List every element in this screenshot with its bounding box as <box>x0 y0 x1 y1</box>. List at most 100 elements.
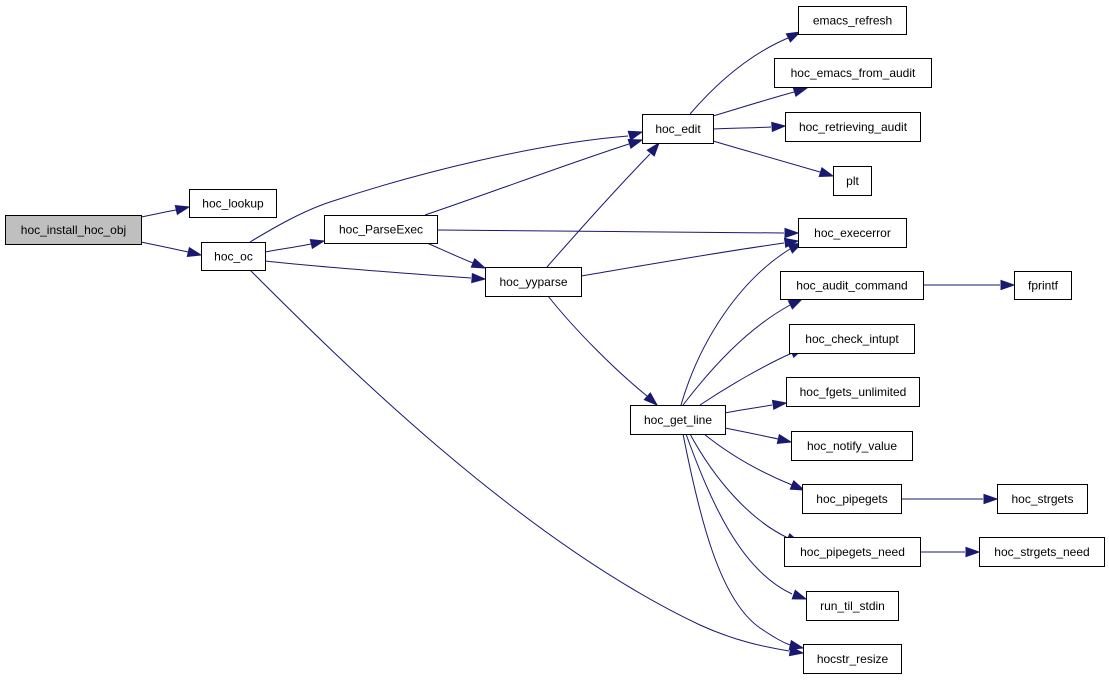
node-hoc-fgets-unlimited[interactable]: hoc_fgets_unlimited <box>786 377 920 407</box>
edge-line <box>680 248 791 406</box>
node-hoc-audit-command[interactable]: hoc_audit_command <box>780 271 924 300</box>
node-box[interactable] <box>789 324 915 354</box>
edge-hoc_pipegets-to-hoc_strgets <box>901 493 999 505</box>
node-hoc-get-line[interactable]: hoc_get_line <box>630 405 726 435</box>
edge-line <box>547 295 648 397</box>
node-hoc-check-intupt[interactable]: hoc_check_intupt <box>789 324 915 354</box>
node-hoc-install-hoc-obj[interactable]: hoc_install_hoc_obj <box>5 215 142 245</box>
node-hoc-pipegets-need[interactable]: hoc_pipegets_need <box>784 537 921 567</box>
edge-hoc_edit-to-plt <box>712 140 835 178</box>
edge-line <box>424 143 630 216</box>
node-label: run_til_stdin <box>820 599 885 613</box>
node-hocstr-resize[interactable]: hocstr_resize <box>803 644 902 674</box>
node-box[interactable] <box>1014 271 1072 300</box>
node-hoc-lookup[interactable]: hoc_lookup <box>189 189 277 218</box>
node-hoc-strgets-need[interactable]: hoc_strgets_need <box>979 537 1105 567</box>
node-box[interactable] <box>786 377 920 407</box>
edge-hoc_get_line-to-run_til_stdin <box>685 433 808 600</box>
node-emacs-refresh[interactable]: emacs_refresh <box>798 6 907 35</box>
node-hoc-yyparse[interactable]: hoc_yyparse <box>485 267 582 297</box>
arrowhead-icon <box>983 493 999 505</box>
node-box[interactable] <box>774 58 932 88</box>
node-box[interactable] <box>324 215 438 244</box>
node-label: hoc_pipegets <box>816 492 887 506</box>
arrowhead-icon <box>627 138 644 149</box>
edge-line <box>712 91 795 117</box>
node-box[interactable] <box>979 537 1105 567</box>
node-box[interactable] <box>485 267 582 297</box>
edge-line <box>682 304 791 406</box>
arrowhead-icon <box>309 238 326 250</box>
arrowhead-icon <box>1000 279 1016 291</box>
node-box[interactable] <box>798 6 907 35</box>
node-label: hoc_install_hoc_obj <box>21 223 126 237</box>
edge-hoc_oc-to-hocstr_resize <box>249 269 805 657</box>
node-label: hoc_retrieving_audit <box>799 120 908 134</box>
node-plt[interactable]: plt <box>833 166 872 196</box>
node-label: hoc_fgets_unlimited <box>800 385 907 399</box>
node-label: hocstr_resize <box>817 652 889 666</box>
node-label: hoc_notify_value <box>807 439 897 453</box>
node-hoc-ParseExec[interactable]: hoc_ParseExec <box>324 215 438 244</box>
edge-hoc_ParseExec-to-hoc_edit <box>424 138 644 216</box>
edge-hoc_edit-to-emacs_refresh <box>689 31 802 115</box>
node-box[interactable] <box>803 644 902 674</box>
node-box[interactable] <box>785 112 921 142</box>
arrowhead-icon <box>174 204 191 216</box>
arrowhead-icon <box>627 130 644 141</box>
edge-line <box>249 269 790 652</box>
arrowhead-icon <box>643 392 659 407</box>
arrowhead-icon <box>789 480 806 491</box>
node-box[interactable] <box>642 114 714 144</box>
node-hoc-oc[interactable]: hoc_oc <box>201 242 266 271</box>
node-box[interactable] <box>802 484 902 514</box>
node-label: plt <box>846 174 859 188</box>
arrowhead-icon <box>784 227 800 239</box>
node-box[interactable] <box>798 218 907 248</box>
arrowhead-icon <box>792 86 809 97</box>
node-box[interactable] <box>780 271 924 300</box>
node-label: hoc_emacs_from_audit <box>791 66 916 80</box>
arrowhead-icon <box>771 399 788 411</box>
node-hoc-emacs-from-audit[interactable]: hoc_emacs_from_audit <box>774 58 932 88</box>
node-fprintf[interactable]: fprintf <box>1014 271 1072 300</box>
edge-line <box>682 433 791 646</box>
node-hoc-pipegets[interactable]: hoc_pipegets <box>802 484 902 514</box>
node-hoc-notify-value[interactable]: hoc_notify_value <box>791 431 913 461</box>
node-box[interactable] <box>791 431 913 461</box>
edge-hoc_get_line-to-hoc_execerror <box>680 242 804 406</box>
node-box[interactable] <box>997 484 1088 514</box>
node-box[interactable] <box>5 215 142 245</box>
node-box[interactable] <box>806 591 899 621</box>
node-hoc-edit[interactable]: hoc_edit <box>642 114 714 144</box>
edge-line <box>140 209 177 218</box>
node-label: hoc_lookup <box>202 197 264 211</box>
arrowhead-icon <box>186 246 203 258</box>
node-label: hoc_edit <box>655 122 701 136</box>
edge-hoc_oc-to-hoc_yyparse <box>264 260 487 284</box>
node-box[interactable] <box>189 189 277 218</box>
node-label: fprintf <box>1028 279 1059 293</box>
edge-line <box>689 433 789 539</box>
node-box[interactable] <box>201 242 266 271</box>
node-run-til-stdin[interactable]: run_til_stdin <box>806 591 899 621</box>
arrowhead-icon <box>471 272 487 284</box>
edge-hoc_install_hoc_obj-to-hoc_oc <box>140 241 203 258</box>
node-box[interactable] <box>833 166 872 196</box>
node-hoc-execerror[interactable]: hoc_execerror <box>798 218 907 248</box>
node-label: hoc_strgets_need <box>994 545 1089 559</box>
node-hoc-strgets[interactable]: hoc_strgets <box>997 484 1088 514</box>
edge-line <box>426 242 474 264</box>
node-box[interactable] <box>630 405 726 435</box>
edge-hoc_audit_command-to-fprintf <box>923 279 1016 291</box>
node-box[interactable] <box>784 537 921 567</box>
edge-line <box>724 427 779 440</box>
edge-line <box>689 37 789 115</box>
edge-hoc_oc-to-hoc_ParseExec <box>264 238 326 253</box>
node-hoc-retrieving-audit[interactable]: hoc_retrieving_audit <box>785 112 921 142</box>
arrowhead-icon <box>788 639 805 651</box>
node-label: hoc_strgets <box>1011 492 1073 506</box>
edge-hoc_get_line-to-hoc_audit_command <box>682 298 804 406</box>
nodes-layer: hoc_install_hoc_obj hoc_lookup hoc_oc hoc_P… <box>5 6 1105 674</box>
